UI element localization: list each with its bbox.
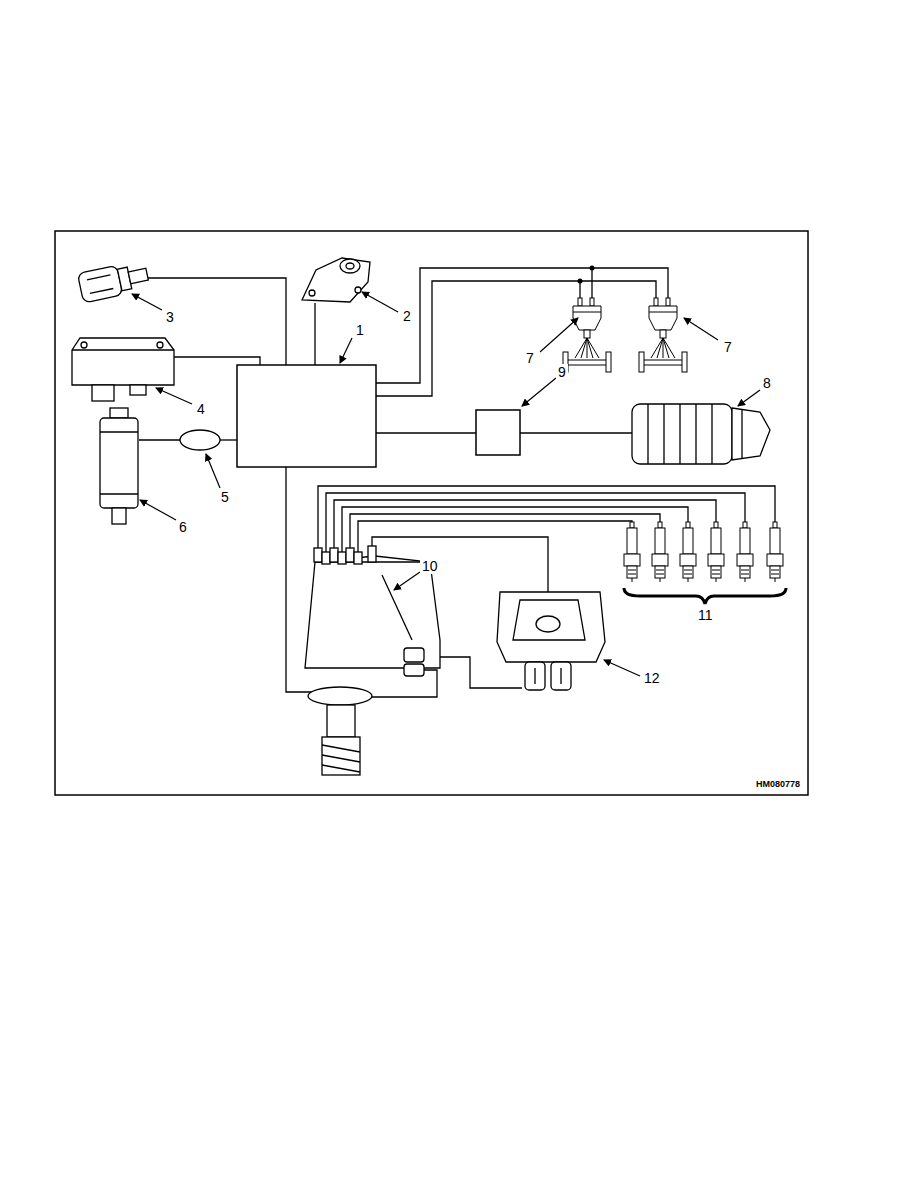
callout-number: 12 bbox=[642, 670, 662, 686]
callout-number: 5 bbox=[219, 489, 231, 505]
callout-number: 2 bbox=[401, 308, 413, 324]
callout-number: 7 bbox=[722, 339, 734, 355]
figure-id: HM080778 bbox=[754, 779, 802, 790]
callout-number: 3 bbox=[164, 309, 176, 325]
callout-number: 8 bbox=[761, 375, 773, 391]
callout-number: 9 bbox=[556, 364, 568, 380]
callout-number: 4 bbox=[195, 401, 207, 417]
callout-number: 10 bbox=[420, 558, 440, 574]
callout-number: 7 bbox=[524, 350, 536, 366]
callout-number: 6 bbox=[177, 519, 189, 535]
callout-number: 11 bbox=[696, 607, 715, 623]
callout-number: 1 bbox=[354, 322, 366, 338]
